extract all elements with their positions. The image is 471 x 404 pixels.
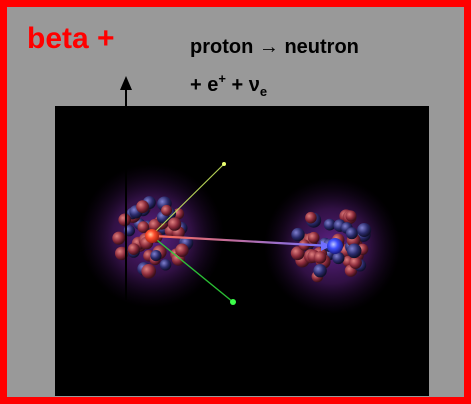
proton-particle [145, 229, 159, 243]
neutrino-subscript: e [259, 84, 268, 99]
neutrino-particle [222, 162, 226, 166]
nucleon [150, 250, 162, 262]
positron-charge: + [218, 71, 226, 86]
decay-animation-frame [55, 106, 429, 396]
positron-particle [230, 299, 236, 305]
beam-arrowhead [321, 241, 331, 251]
nucleon [345, 210, 357, 222]
nucleon [307, 231, 320, 244]
slide-title: beta + [27, 22, 115, 55]
neutrino-track [151, 163, 225, 236]
nucleon [332, 251, 345, 265]
nucleon [349, 256, 362, 269]
nucleon [137, 221, 150, 233]
nucleon [345, 227, 358, 240]
nucleon [159, 259, 172, 271]
nucleon [175, 243, 189, 257]
proton-label: proton [190, 36, 254, 58]
nucleon [118, 213, 131, 227]
equation-line-1: proton → neutron [190, 35, 359, 59]
nucleon [313, 251, 327, 264]
positron-track [151, 235, 234, 303]
nucleon [136, 200, 149, 214]
nucleon [161, 204, 173, 216]
decay-illustration [80, 162, 400, 314]
neutron-particle [327, 238, 343, 254]
nucleon [290, 246, 305, 261]
equation-line-2: + e+ + νe [190, 71, 268, 99]
conversion-beam [153, 234, 332, 248]
nucleon [305, 211, 317, 224]
nucleon [141, 264, 156, 279]
neutron-label: neutron [284, 36, 359, 58]
nucleon [112, 231, 126, 245]
nucleon [313, 264, 327, 278]
nucleon [323, 218, 336, 231]
positron-label: + e [190, 74, 219, 96]
nucleon [167, 217, 182, 231]
arrow-icon: → [258, 36, 279, 58]
neutrino-label: + ν [225, 74, 260, 96]
nucleon [357, 223, 372, 237]
nucleon [291, 227, 305, 242]
nucleon [127, 243, 140, 256]
nucleon [346, 243, 362, 259]
